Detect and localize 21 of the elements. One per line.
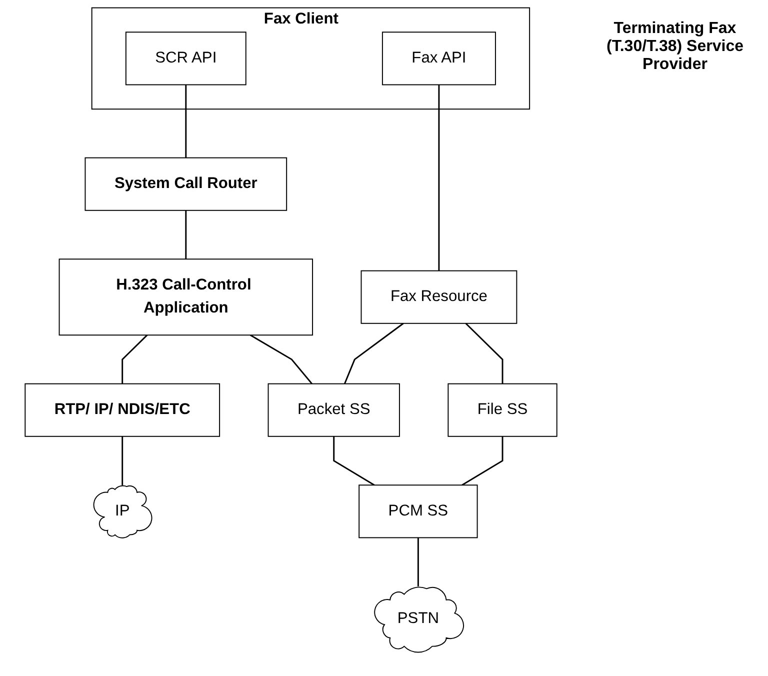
connector xyxy=(185,210,187,260)
node-box: PCM SS xyxy=(358,484,478,538)
node-box: Fax Resource xyxy=(360,270,518,324)
connector xyxy=(122,436,124,486)
node-box: System Call Router xyxy=(84,157,288,211)
node-box: Fax API xyxy=(382,32,496,86)
connector xyxy=(185,84,187,158)
connector xyxy=(122,334,148,384)
node-box: Packet SS xyxy=(268,383,400,437)
node-box: SCR API xyxy=(125,32,246,86)
node-box: RTP/ IP/ NDIS/ETC xyxy=(24,383,220,437)
node-box: File SS xyxy=(448,383,558,437)
connector xyxy=(438,84,440,271)
connector xyxy=(344,322,404,384)
connector xyxy=(465,322,504,384)
connector xyxy=(333,436,375,486)
provider-label: Terminating Fax (T.30/T.38) Service Provider xyxy=(606,20,744,74)
connector xyxy=(462,436,504,486)
connector xyxy=(417,538,419,586)
connector xyxy=(250,334,312,384)
node-box: H.323 Call-Control Application xyxy=(58,258,314,336)
